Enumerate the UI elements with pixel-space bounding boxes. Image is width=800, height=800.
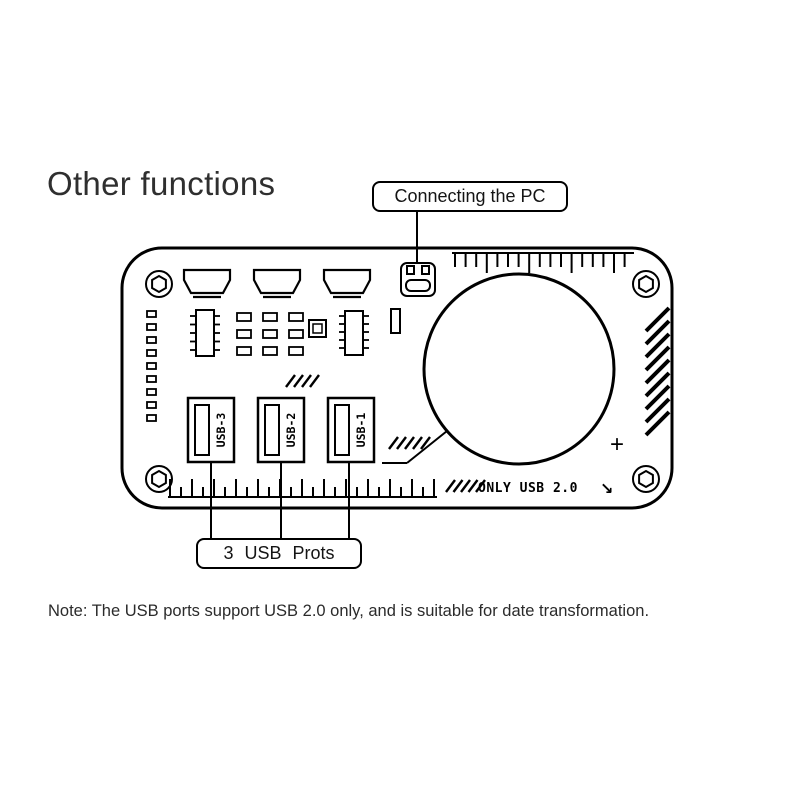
callout-usb-ports-label: 3 USB Prots — [223, 543, 335, 563]
hatch-marks — [285, 374, 320, 388]
arrow-southeast-icon: ↘ — [600, 481, 613, 498]
usb-c-port — [400, 262, 436, 297]
usb-port-label: USB-3 — [214, 413, 228, 448]
smd-square-inner — [312, 323, 323, 334]
page-title: Other functions — [47, 165, 276, 202]
usb-port-label: USB-1 — [354, 413, 368, 448]
trace-line — [406, 430, 448, 464]
usb-port-tongue — [194, 404, 210, 456]
smd-square-outer — [308, 319, 327, 338]
ruler-marks-bottom — [168, 479, 437, 498]
usb-c-shell — [400, 262, 436, 297]
ic-chip-right — [344, 310, 364, 356]
smd-components — [236, 312, 304, 356]
usb-port-3: USB-3 — [186, 396, 236, 464]
ic-chip-left-pins — [190, 315, 220, 351]
callout-usb-ports: 3 USB Prots — [196, 538, 362, 569]
ic-chip-right-pins — [339, 315, 369, 349]
usb-c-pin — [421, 265, 430, 275]
hatch-marks — [445, 479, 486, 493]
smd-vertical-component — [390, 308, 401, 334]
usb-c-tongue — [405, 279, 431, 292]
usb-port-tongue — [264, 404, 280, 456]
callout-connecting-pc-label: Connecting the PC — [394, 186, 546, 206]
usb-port-1: USB-1 — [326, 396, 376, 464]
corner-screw-icons — [145, 270, 660, 493]
ruler-marks-top — [452, 252, 634, 273]
pcb-pad-column — [146, 310, 157, 422]
smd-square-component — [308, 319, 327, 338]
only-usb-label: ONLY USB 2.0 — [478, 481, 578, 496]
usb-c-pin — [406, 265, 415, 275]
usb-port-2: USB-2 — [256, 396, 306, 464]
hatch-marks — [388, 436, 431, 450]
callout-connecting-pc: Connecting the PC — [372, 181, 568, 212]
top-connector-footprints — [182, 268, 372, 299]
plus-label: + — [610, 431, 624, 458]
usb-port-tongue — [334, 404, 350, 456]
knob-dial — [422, 272, 616, 466]
hatch-band — [644, 306, 671, 437]
callout-lines — [210, 212, 418, 540]
usb-port-label: USB-2 — [284, 413, 298, 448]
note-text: Note: The USB ports support USB 2.0 only… — [48, 602, 650, 620]
